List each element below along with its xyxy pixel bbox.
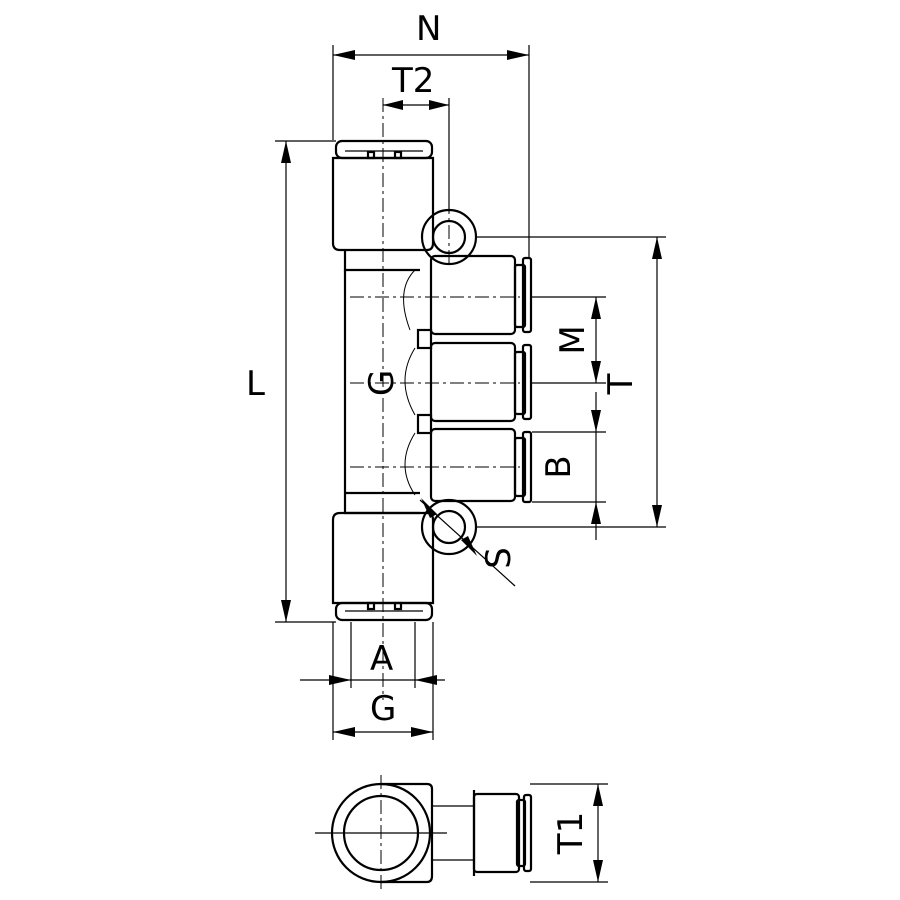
dimension-n: N bbox=[332, 9, 530, 258]
side-view bbox=[315, 775, 533, 892]
body-marking: G bbox=[362, 370, 402, 396]
dimension-l: L bbox=[246, 140, 336, 623]
outlet-port-2 bbox=[404, 328, 533, 423]
dimension-label-l: L bbox=[246, 364, 265, 404]
dimension-t: T bbox=[476, 236, 666, 528]
dimension-m: M bbox=[532, 296, 606, 384]
dimension-b: B bbox=[532, 392, 606, 540]
dimension-label-t: T bbox=[601, 373, 641, 395]
dimension-a: A bbox=[300, 622, 445, 688]
dimension-label-g: G bbox=[370, 689, 396, 729]
dimension-t1: T1 bbox=[530, 783, 608, 883]
dimension-label-n: N bbox=[416, 9, 441, 49]
dimension-t2: T2 bbox=[383, 61, 450, 212]
dimension-g: G bbox=[332, 622, 434, 740]
dimension-label-b: B bbox=[539, 455, 579, 478]
dimension-s: S bbox=[419, 498, 519, 587]
dimension-label-t1: T1 bbox=[551, 812, 591, 855]
dimension-label-t2: T2 bbox=[391, 61, 434, 101]
dimension-label-s: S bbox=[479, 547, 519, 569]
dimension-label-a: A bbox=[370, 639, 393, 679]
outlet-port-1 bbox=[403, 254, 533, 336]
dimension-label-m: M bbox=[553, 325, 593, 354]
center-lines bbox=[350, 98, 520, 700]
outlet-port-3 bbox=[404, 413, 533, 504]
